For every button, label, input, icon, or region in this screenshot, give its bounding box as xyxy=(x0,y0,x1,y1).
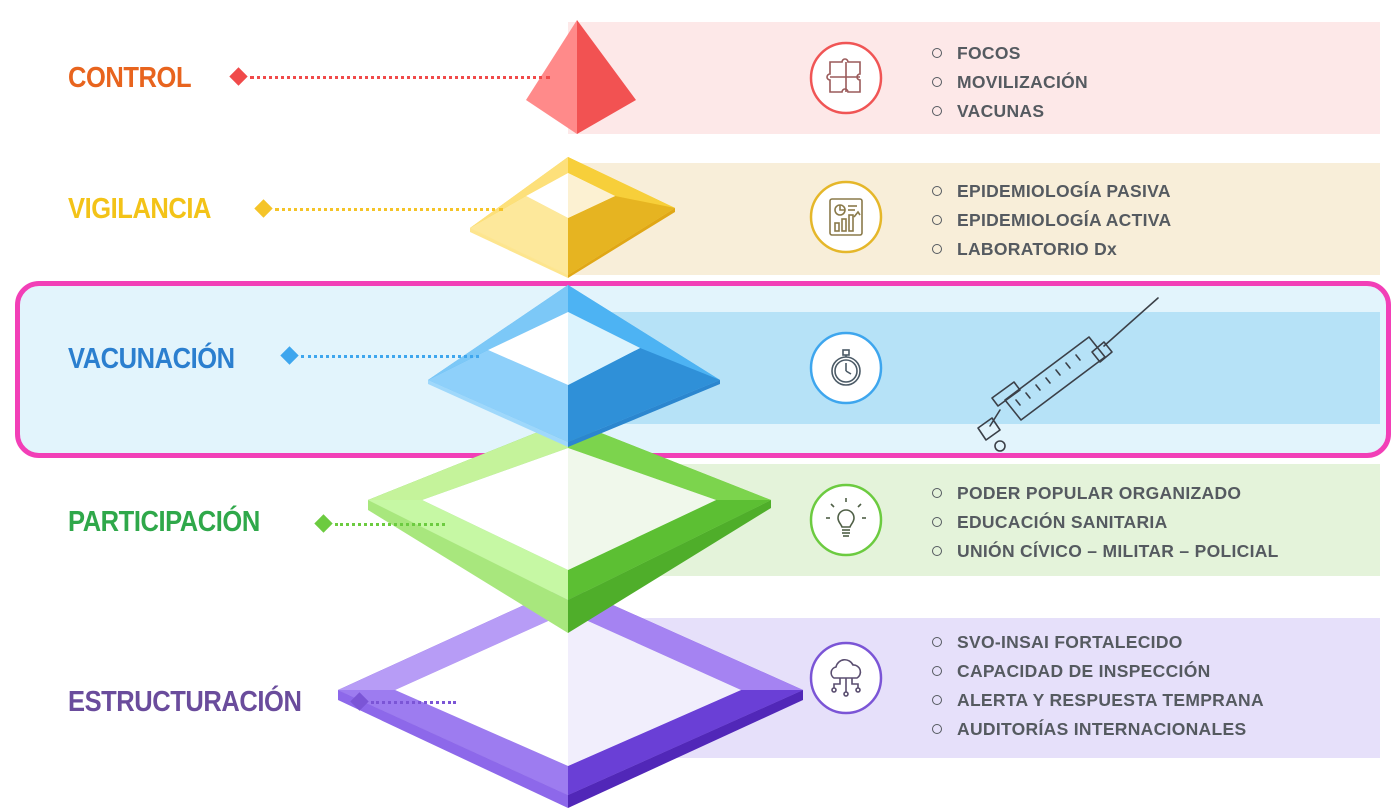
pyramid-layer-estructuracion xyxy=(338,585,803,808)
list-item: UNIÓN CÍVICO – MILITAR – POLICIAL xyxy=(932,537,1279,566)
puzzle-icon xyxy=(809,41,883,115)
list-item: EDUCACIÓN SANITARIA xyxy=(932,508,1279,537)
participacion-connector xyxy=(335,523,445,526)
list-item: SVO-INSAI FORTALECIDO xyxy=(932,628,1264,657)
cloud-network-icon xyxy=(809,641,883,715)
pyramid-layer-control xyxy=(526,20,636,134)
pyramid-layer-participacion xyxy=(368,420,771,633)
control-connector xyxy=(250,76,550,79)
list-item: VACUNAS xyxy=(932,97,1088,126)
vacunacion-connector xyxy=(301,355,479,358)
stopwatch-icon xyxy=(809,331,883,405)
chart-report-icon xyxy=(809,180,883,254)
list-item: LABORATORIO Dx xyxy=(932,235,1171,264)
vigilancia-connector xyxy=(275,208,503,211)
estructuracion-items: SVO-INSAI FORTALECIDO CAPACIDAD DE INSPE… xyxy=(932,628,1264,744)
list-item: MOVILIZACIÓN xyxy=(932,68,1088,97)
list-item: EPIDEMIOLOGÍA ACTIVA xyxy=(932,206,1171,235)
lightbulb-icon xyxy=(809,483,883,557)
level-label-vacunacion: VACUNACIÓN xyxy=(68,343,235,375)
list-item: ALERTA Y RESPUESTA TEMPRANA xyxy=(932,686,1264,715)
level-label-vigilancia: VIGILANCIA xyxy=(68,193,212,225)
estructuracion-connector xyxy=(371,701,456,704)
list-item: EPIDEMIOLOGÍA PASIVA xyxy=(932,177,1171,206)
vigilancia-items: EPIDEMIOLOGÍA PASIVA EPIDEMIOLOGÍA ACTIV… xyxy=(932,177,1171,264)
level-label-estructuracion: ESTRUCTURACIÓN xyxy=(68,686,302,718)
list-item: AUDITORÍAS INTERNACIONALES xyxy=(932,715,1264,744)
band-vacunacion xyxy=(568,312,1380,424)
list-item: PODER POPULAR ORGANIZADO xyxy=(932,479,1279,508)
participacion-items: PODER POPULAR ORGANIZADO EDUCACIÓN SANIT… xyxy=(932,479,1279,566)
level-label-participacion: PARTICIPACIÓN xyxy=(68,506,260,538)
list-item: CAPACIDAD DE INSPECCIÓN xyxy=(932,657,1264,686)
control-items: FOCOS MOVILIZACIÓN VACUNAS xyxy=(932,39,1088,126)
list-item: FOCOS xyxy=(932,39,1088,68)
pyramid-layer-vigilancia xyxy=(470,157,675,278)
level-label-control: CONTROL xyxy=(68,62,192,94)
